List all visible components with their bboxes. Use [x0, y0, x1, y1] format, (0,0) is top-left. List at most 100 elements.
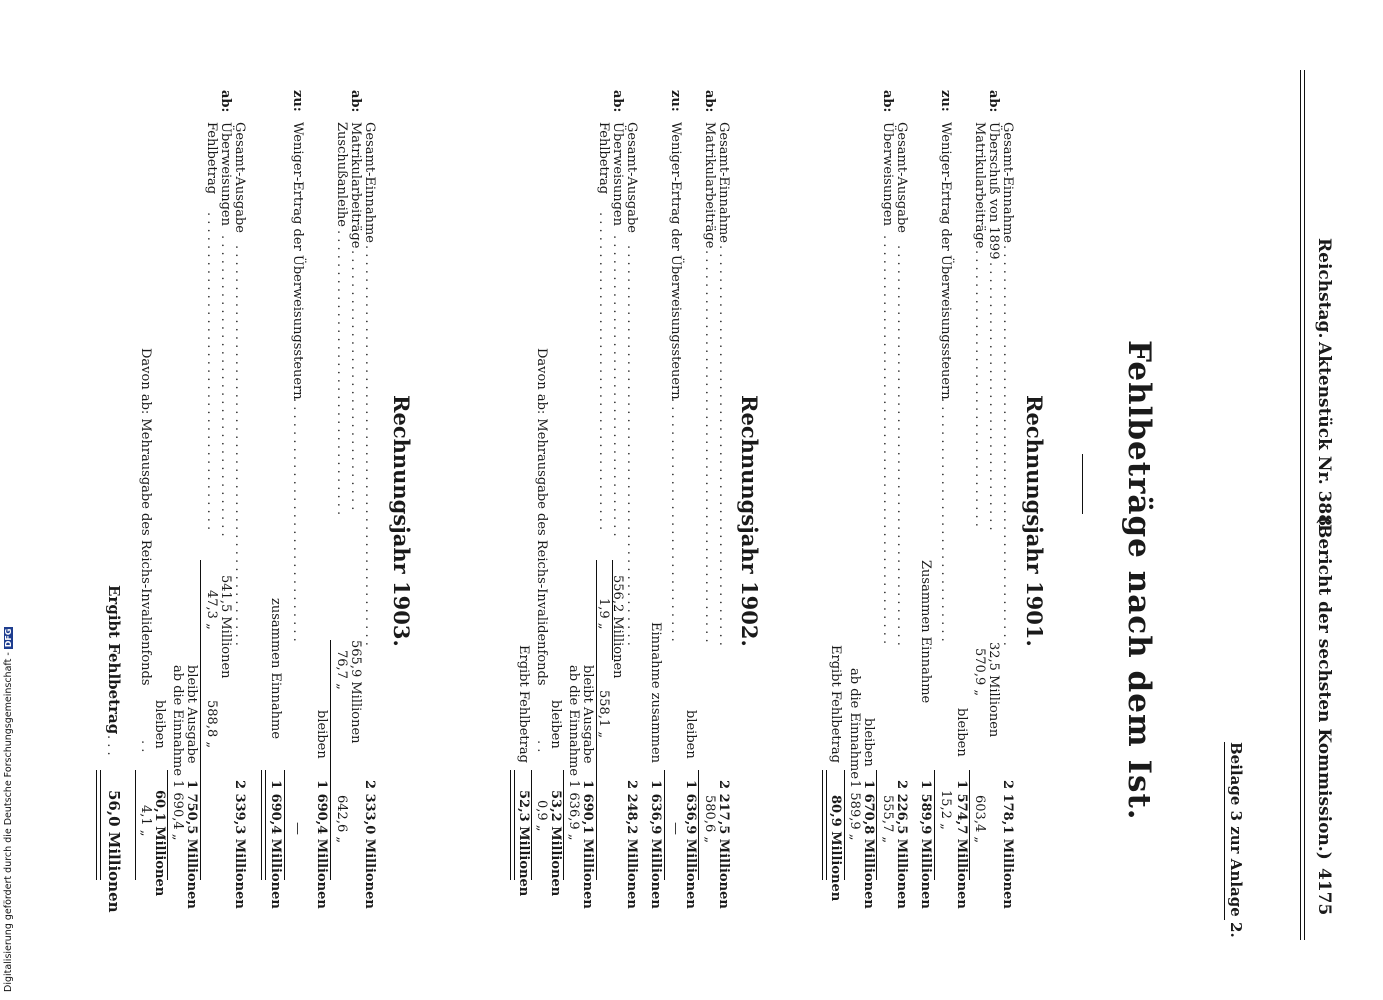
rule-1901-final	[822, 770, 827, 880]
label-1903-matrikular: Matrikularbeiträge	[348, 122, 363, 249]
rule-1902-final	[510, 770, 515, 880]
rule-1903-final	[96, 770, 101, 880]
heading-1901: Rechnungsjahr 1901.	[1022, 395, 1047, 647]
label-1901-ab-einnahme: ab die Einnahme	[847, 668, 862, 780]
value-1902-abzug: 558,1 „	[596, 690, 611, 739]
rule-1901-d	[844, 770, 845, 880]
value-1902-fehlbetrag: 1,9 „	[596, 598, 611, 630]
label-1903-ueberweisungen: Überweisungen	[218, 122, 233, 226]
value-1903-ergibt: 56,0 Millionen	[105, 790, 123, 913]
leader-1901-ausgabe: . . . . . . . . . . . . . . . . . . . . …	[894, 245, 909, 646]
label-1902-bleiben2: bleiben	[548, 700, 563, 749]
value-1901-ab-einnahme: 1 589,9 „	[847, 780, 862, 841]
page-number: 4175	[1314, 868, 1334, 916]
header-left: Reichstag.	[1314, 238, 1334, 339]
label-1903-bleiben2: bleiben	[152, 700, 167, 749]
value-1902-davon: 0,9 „	[534, 800, 549, 832]
label-1901-gesamt-ausgabe: Gesamt-Ausgabe	[894, 122, 909, 233]
leader-1903-matrikular: . . . . . . . . . . . . . . . . . . . . …	[348, 250, 363, 511]
rule-1901-b	[934, 770, 935, 880]
label-1902-ueberweisungen: Überweisungen	[610, 122, 625, 226]
supplement-underline	[1224, 742, 1225, 920]
value-1901-zusammen: 1 589,9 Millionen	[918, 780, 933, 909]
leader-1902-fehlbetrag: . . . . . . . . . . . . . . . . . . . . …	[596, 212, 611, 531]
label-1903-ab-einnahme: ab die Einnahme	[170, 665, 185, 777]
label-1902-weniger: Weniger-Ertrag der Überweisungssteuern	[668, 122, 683, 400]
value-1903-abzug: 642,6 „	[334, 795, 349, 844]
label-1903-gesamt-einnahme: Gesamt-Einnahme	[362, 122, 377, 243]
value-1903-bleibt-ausgabe: 1 750,5 Millionen	[184, 780, 199, 909]
rule-1903-zusammen	[261, 770, 266, 880]
value-1903-ab-einnahme: 1 690,4 „	[170, 780, 185, 841]
value-1902-ab-einnahme: 1 636,9 „	[566, 780, 581, 841]
leader-1902-matrikular: . . . . . . . . . . . . . . . . . . . . …	[702, 250, 717, 643]
leader-1903-ausgabe: . . . . . . . . . . . . . . . . . . . . …	[232, 245, 247, 646]
supplement-label: Beilage 3 zur Anlage 2.	[1227, 742, 1245, 938]
label-1903-bleibt-ausgabe: bleibt Ausgabe	[184, 665, 199, 764]
leader-1903-zuschuss: . . . . . . . . . . . . . . . . . . . . …	[334, 230, 349, 516]
ab2-1902: ab:	[610, 90, 625, 113]
rule-1903-d	[167, 770, 168, 880]
rule-1902-e	[531, 770, 532, 880]
ab2-1903: ab:	[218, 90, 233, 113]
label-1902-ab-einnahme: ab die Einnahme	[566, 665, 581, 777]
label-1901-ueberschuss: Überschuß von 1899	[986, 122, 1001, 260]
value-1903-weniger: —	[290, 822, 305, 835]
header-rule-2	[1300, 70, 1301, 940]
zu-1903: zu:	[290, 90, 305, 112]
rule-1902-a	[698, 770, 699, 880]
value-1901-ueberweisungen: 555,7 „	[880, 795, 895, 844]
label-1903-zuschuss: Zuschußanleihe	[334, 122, 349, 227]
leader-1901-matrikular: . . . . . . . . . . . . . . . . . . . . …	[972, 250, 987, 527]
heading-1903: Rechnungsjahr 1903.	[389, 395, 414, 647]
value-1902-bleiben2: 53,2 Millionen	[548, 790, 563, 897]
rule-1903-c	[200, 560, 201, 880]
label-1901-ueberweisungen: Überweisungen	[880, 122, 895, 226]
digitization-credit: Digitalisierung gefördert durch die Deut…	[3, 626, 14, 992]
label-1902-fehlbetrag: Fehlbetrag	[596, 122, 611, 195]
label-1902-matrikular: Matrikularbeiträge	[702, 122, 717, 249]
value-1901-bleiben2: 1 670,8 Millionen	[861, 780, 876, 909]
label-1902-ergibt: Ergibt Fehlbetrag	[516, 645, 531, 763]
leader-1903-weniger: . . . . . . . . . . . . . . . . . . . . …	[290, 398, 305, 642]
credit-text: Digitalisierung gefördert durch die Deut…	[3, 652, 14, 992]
label-1901-ergibt: Ergibt Fehlbetrag	[828, 645, 843, 763]
label-1903-gesamt-ausgabe: Gesamt-Ausgabe	[232, 122, 247, 233]
rule-1901-c	[876, 770, 877, 880]
value-1903-fehlbetrag: 47,3 „	[204, 590, 219, 630]
value-1901-einnahme: 2 178,1 Millionen	[1000, 780, 1015, 909]
value-1902-matrikular: 580,6 „	[702, 795, 717, 844]
value-1901-weniger: 15,2 „	[938, 790, 953, 830]
leader-1902-einnahme: . . . . . . . . . . . . . . . . . . . . …	[716, 245, 731, 646]
zu-1901: zu:	[938, 90, 953, 112]
value-1901-matrikular: 570,9 „	[972, 648, 987, 697]
value-1903-einnahme: 2 333,0 Millionen	[362, 780, 377, 909]
value-1901-abzug: 603,4 „	[972, 795, 987, 844]
leader-1902-weniger: . . . . . . . . . . . . . . . . . . . . …	[668, 398, 683, 642]
value-1903-bleiben2: 60,1 Millionen	[152, 790, 167, 897]
header-rule	[1304, 70, 1305, 940]
value-1902-einnahme-zusammen: 1 636,9 Millionen	[648, 780, 663, 909]
dfg-logo: DFG	[4, 626, 13, 650]
value-1901-bleiben: 1 574,7 Millionen	[954, 780, 969, 909]
label-1903-weniger: Weniger-Ertrag der Überweisungssteuern	[290, 122, 305, 400]
heading-1902: Rechnungsjahr 1902.	[737, 395, 762, 647]
rule-1903-b	[284, 770, 285, 880]
ab-1902: ab:	[702, 90, 717, 113]
label-1901-zusammen: Zusammen Einnahme	[918, 560, 933, 704]
ab2-1901: ab:	[880, 90, 895, 113]
value-1902-ausgabe: 2 248,2 Millionen	[624, 780, 639, 909]
label-1903-zusammen: zusammen Einnahme	[268, 598, 283, 740]
header-middle: Aktenstück Nr. 388.	[1314, 342, 1334, 533]
leader-1903-einnahme: . . . . . . . . . . . . . . . . . . . . …	[362, 245, 377, 646]
leader-1903-davon: . .	[138, 740, 153, 753]
leader-1902-ueberweisungen: . . . . . . . . . . . . . . . . . . . . …	[610, 235, 625, 537]
value-1903-davon: 4,1 „	[138, 805, 153, 837]
value-1903-matrikular: 565,9 Millionen	[348, 640, 363, 744]
zu-1902: zu:	[668, 90, 683, 112]
page-title: Fehlbeträge nach dem Ist.	[1121, 340, 1157, 821]
leader-1902-davon: . .	[534, 740, 549, 753]
label-1901-bleiben2: bleiben	[861, 718, 876, 767]
value-1902-bleiben: 1 636,9 Millionen	[683, 780, 698, 909]
